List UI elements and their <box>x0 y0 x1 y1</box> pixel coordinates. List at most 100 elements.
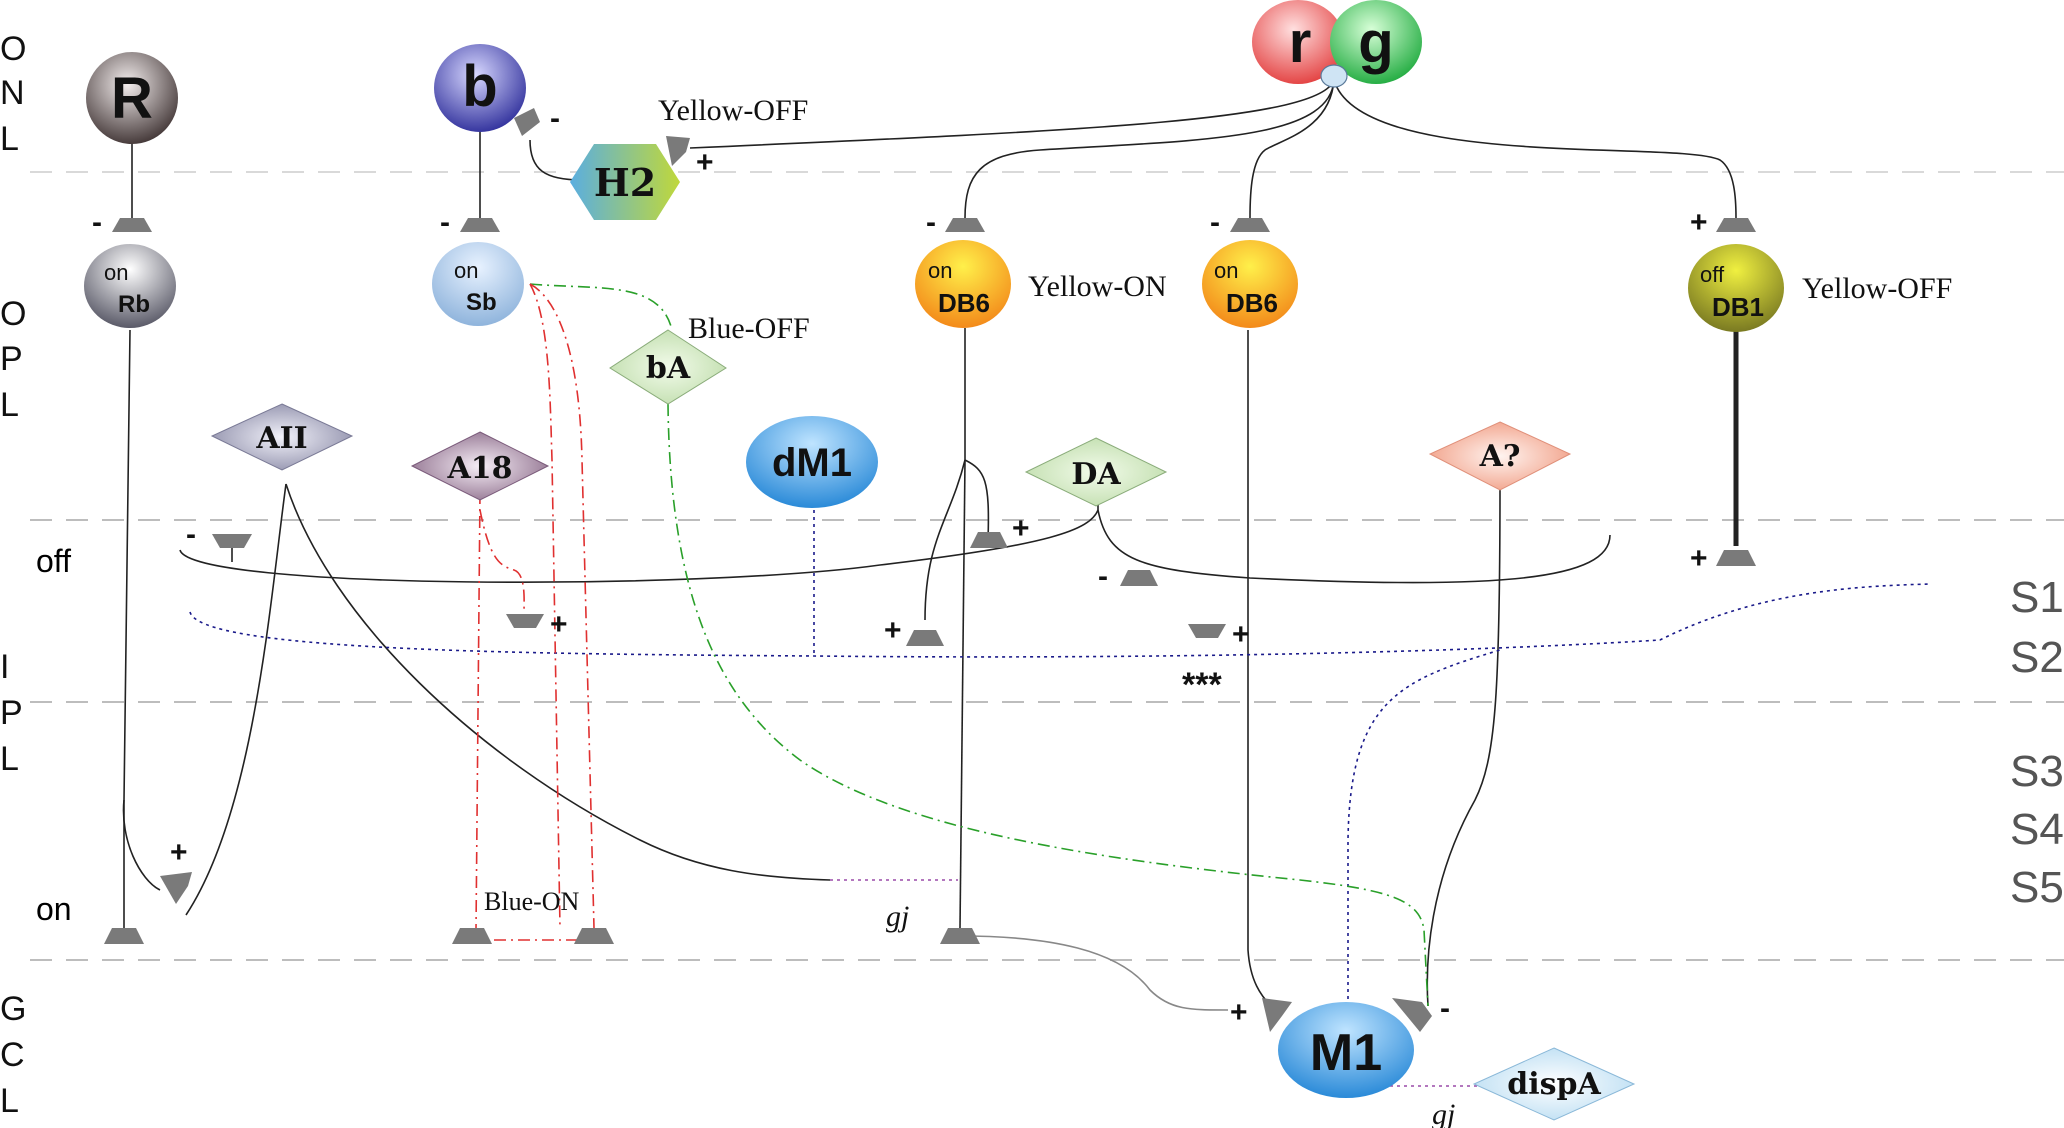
rg-to-db6a-path <box>964 79 1335 219</box>
aii-off-synapse <box>212 534 252 548</box>
layer-onl-3: L <box>0 120 19 158</box>
aq-label: A? <box>1479 439 1521 474</box>
rod-body <box>86 52 178 144</box>
sign-h2-plus: + <box>696 146 714 179</box>
h2-label: H2 <box>594 160 656 205</box>
stratum-s5: S5 <box>2010 863 2064 912</box>
sign-db6-axon-plus: + <box>1012 512 1030 545</box>
db6a-off-synapse <box>970 532 1008 548</box>
layer-opl-3: L <box>0 386 19 424</box>
gj-label-1: gj <box>886 900 909 933</box>
green-cone-body <box>1330 0 1422 84</box>
yellow-on-label: Yellow-ON <box>1028 270 1167 303</box>
db6a-body <box>915 240 1011 328</box>
synapses <box>104 108 1756 1032</box>
h2-blue-synapse <box>514 108 540 136</box>
sublamina-on-label: on <box>36 891 72 927</box>
db6a-ipl-synapse <box>906 630 944 646</box>
rb-ribbon <box>104 928 144 944</box>
layer-gcl-3: L <box>0 1082 19 1120</box>
rb-axon-path <box>122 329 161 891</box>
layer-opl-2: P <box>0 340 23 378</box>
rg-pedicle <box>1320 64 1348 88</box>
a18-paths <box>470 283 598 941</box>
gj-label-2: gj <box>1432 1098 1455 1128</box>
a18-stem-path <box>475 491 481 931</box>
ba-paths <box>529 283 1429 1007</box>
da-amacrine: DA <box>1024 437 1168 507</box>
layer-labels: O N L O P L I P L G C L <box>0 30 26 1120</box>
h2-to-blue-path <box>529 139 583 181</box>
db6a-to-m1-path <box>959 935 1229 1011</box>
db1-body <box>1688 244 1784 332</box>
layer-onl-1: O <box>0 30 26 68</box>
da-body <box>1024 437 1168 507</box>
da-synapse <box>1120 570 1158 586</box>
stratum-s2: S2 <box>2010 633 2064 682</box>
m1-dendrite-s1-path <box>1347 649 1501 1006</box>
ba-label: bA <box>646 351 691 386</box>
sign-m1-plus: + <box>1230 996 1248 1029</box>
strata-labels: S1 S2 S3 S4 S5 <box>2010 573 2064 912</box>
dm1-arbor-path <box>189 583 1931 658</box>
db6a-main-axon <box>959 459 966 929</box>
rb-pol: on <box>104 260 128 285</box>
db6b-name: DB6 <box>1226 288 1278 318</box>
rb-aii-synapse <box>160 872 192 904</box>
sign-h2-minus: - <box>550 102 560 135</box>
dm1-paths <box>189 510 1931 1006</box>
sign-sb-minus: - <box>440 206 450 239</box>
db6b-bipolar: on DB6 <box>1202 240 1298 328</box>
blueon-ribbon-right <box>574 928 614 944</box>
db6a-branch-path <box>924 459 966 621</box>
db6a-name: DB6 <box>938 288 990 318</box>
db6b-synapse <box>1230 218 1270 232</box>
signs: - + - - - - + - + + + - + + + + - <box>92 102 1708 1029</box>
sublamina-off-label: off <box>36 543 71 579</box>
annotations: Yellow-OFF Yellow-ON Yellow-OFF Blue-OFF… <box>484 94 1952 1128</box>
aii-body <box>210 403 354 471</box>
sign-db1-plus: + <box>1690 206 1708 239</box>
sign-star-plus: + <box>1232 618 1250 651</box>
a18-amacrine: A18 <box>410 431 550 501</box>
m1-minus-synapse <box>1392 998 1432 1032</box>
layer-ipl-1: I <box>0 648 9 686</box>
db6a-ribbon <box>940 928 980 944</box>
aq-amacrine: A? <box>1428 421 1572 491</box>
sb-to-blueon-path <box>529 283 595 929</box>
db1-synapse <box>1716 218 1756 232</box>
sb-name: Sb <box>466 289 497 316</box>
db1-pol: off <box>1700 262 1725 287</box>
blue-cone-label: b <box>462 54 497 119</box>
rod-label: R <box>111 66 153 131</box>
layer-opl-1: O <box>0 295 26 333</box>
sign-db6a-minus: - <box>926 206 936 239</box>
db6a-synapse <box>945 218 985 232</box>
blue-cone: b <box>434 44 526 132</box>
sb-bipolar: on Sb <box>432 242 524 326</box>
sb-pol: on <box>454 258 478 283</box>
db6a-bipolar: on DB6 <box>915 240 1011 328</box>
rb-synapse <box>112 218 152 232</box>
ba-body <box>609 329 727 405</box>
sign-rb-minus: - <box>92 206 102 239</box>
sign-db6b-minus: - <box>1210 206 1220 239</box>
aii-to-gj-path <box>285 483 831 881</box>
dm1-ganglion: dM1 <box>746 416 878 508</box>
da-label: DA <box>1071 457 1121 492</box>
layer-onl-2: N <box>0 74 25 112</box>
sb-body <box>432 242 524 326</box>
stratum-s1: S1 <box>2010 573 2064 622</box>
aq-to-m1-path <box>1426 485 1501 1007</box>
stars-label: *** <box>1182 666 1222 704</box>
layer-ipl-2: P <box>0 694 23 732</box>
a18-label: A18 <box>446 451 512 486</box>
rod-photoreceptor: R <box>86 52 178 144</box>
dispa-body <box>1472 1047 1636 1121</box>
rb-name: Rb <box>118 291 150 318</box>
sign-a18-plus: + <box>550 608 568 641</box>
yellow-off-top-label: Yellow-OFF <box>658 94 808 127</box>
layer-ipl-3: L <box>0 740 19 778</box>
green-cone-label: g <box>1358 10 1393 75</box>
